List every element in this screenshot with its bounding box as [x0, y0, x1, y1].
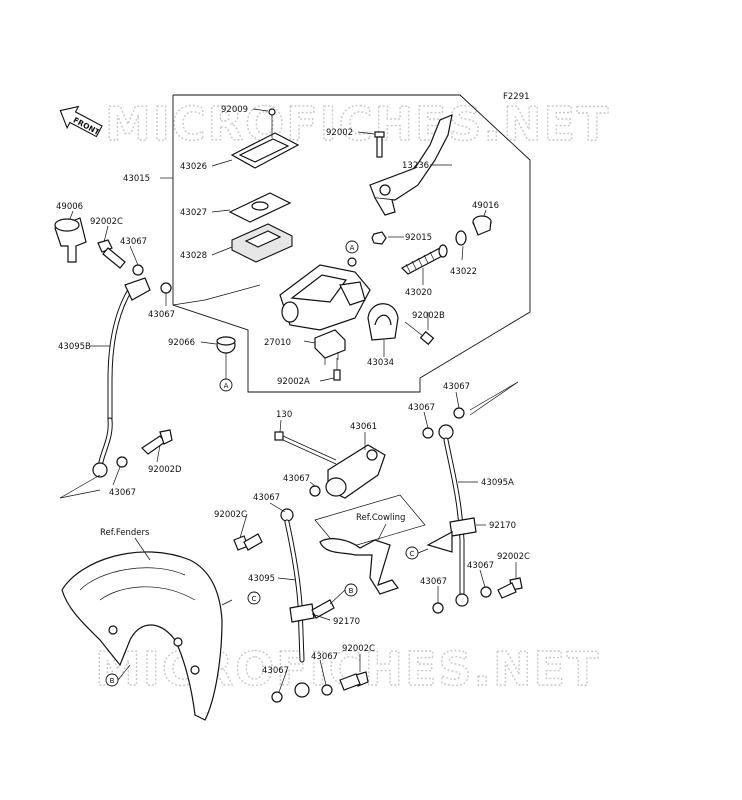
label-43028: 43028 — [180, 251, 207, 261]
hose-joint — [325, 444, 386, 499]
svg-text:C: C — [410, 550, 415, 558]
label-92002C-right: 92002C — [497, 552, 530, 562]
master-cylinder-body — [279, 257, 371, 331]
marker-c-fender: C — [247, 591, 261, 605]
label-43067-lower2: 43067 — [311, 652, 338, 662]
washer-lower-1 — [271, 691, 283, 703]
washer-d — [116, 456, 128, 468]
banjo-bolt-lower — [339, 671, 369, 691]
svg-text:B: B — [349, 587, 354, 595]
label-92002C-mid: 92002C — [214, 510, 247, 520]
washer-left-1 — [132, 264, 144, 276]
label-49016: 49016 — [472, 201, 499, 211]
label-43067-mid2: 43067 — [408, 403, 435, 413]
svg-text:C: C — [252, 595, 257, 603]
front-arrow-icon: FRONT — [59, 105, 103, 138]
marker-a-top: A — [345, 240, 359, 254]
label-43067-lower1: 43067 — [262, 666, 289, 676]
reservoir-plate — [228, 192, 292, 223]
label-ref-cowling: Ref.Cowling — [356, 513, 405, 523]
label-92002D: 92002D — [148, 465, 182, 475]
washer-right-2 — [480, 586, 492, 598]
lever-bolt — [374, 131, 385, 158]
label-27010: 27010 — [264, 338, 291, 348]
brake-lever — [369, 114, 453, 216]
label-43015: 43015 — [123, 174, 150, 184]
master-cylinder-clamp — [367, 303, 399, 341]
washer-joint-2 — [422, 427, 434, 439]
clamp-bolt — [404, 321, 435, 346]
banjo-bolt-d — [141, 429, 173, 455]
label-92170-lower: 92170 — [333, 617, 360, 627]
label-43067-right2: 43067 — [420, 577, 447, 587]
label-92002B: 92002B — [412, 311, 445, 321]
washer-joint-3 — [453, 407, 465, 419]
label-92002A: 92002A — [277, 377, 310, 387]
washer-right-1 — [432, 602, 444, 614]
marker-a-left: A — [219, 378, 233, 392]
label-92170-right: 92170 — [489, 521, 516, 531]
assembly-frame — [172, 94, 531, 393]
label-13236: 13236 — [402, 161, 429, 171]
label-92009: 92009 — [221, 105, 248, 115]
banjo-bolt-right — [497, 577, 523, 599]
watermark-top: MICROFICHES.NET — [105, 97, 610, 151]
lever-nut — [371, 231, 387, 245]
brake-switch — [314, 329, 346, 365]
cowling-bracket — [314, 494, 426, 595]
brake-hose-right — [438, 424, 477, 607]
marker-b-mid: B — [344, 583, 358, 597]
washer-left-2 — [160, 282, 172, 294]
banjo-bolt-left — [97, 239, 126, 269]
part-labels: 92009 92002 13236 43026 43015 43027 4302… — [56, 105, 530, 676]
svg-text:A: A — [350, 244, 355, 252]
label-43022: 43022 — [450, 267, 477, 277]
label-92066: 92066 — [168, 338, 195, 348]
label-92015: 92015 — [405, 233, 432, 243]
leader-lines — [69, 108, 517, 693]
banjo-cover — [54, 217, 87, 263]
reservoir-cap — [230, 108, 300, 169]
switch-screw — [333, 358, 341, 381]
marker-b-fender: B — [105, 673, 119, 687]
hose-clamp-cone — [426, 530, 453, 553]
label-92002C-left: 92002C — [90, 217, 123, 227]
label-43067-left2: 43067 — [148, 310, 175, 320]
label-43026: 43026 — [180, 162, 207, 172]
circlip — [455, 230, 467, 246]
label-49006: 49006 — [56, 202, 83, 212]
label-43095B: 43095B — [58, 342, 91, 352]
label-92002C-lower: 92002C — [342, 644, 375, 654]
svg-text:A: A — [224, 382, 229, 390]
label-43095: 43095 — [248, 574, 275, 584]
label-43067-mid4: 43067 — [253, 493, 280, 503]
reservoir-diaphragm — [231, 223, 293, 263]
label-43067-right1: 43067 — [467, 561, 494, 571]
label-43061: 43061 — [350, 422, 377, 432]
marker-c-right: C — [405, 546, 419, 560]
label-43067-mid1: 43067 — [283, 474, 310, 484]
label-130: 130 — [276, 410, 292, 420]
brake-hose-lower — [233, 508, 335, 698]
label-43067-left3: 43067 — [109, 488, 136, 498]
label-43095A: 43095A — [481, 478, 514, 488]
piston-assembly — [400, 244, 448, 275]
svg-text:B: B — [110, 677, 115, 685]
figure-code: F2291 — [503, 92, 530, 102]
brake-hose-upper — [92, 277, 151, 478]
washer-joint-1 — [309, 485, 321, 497]
rubber-cap — [216, 336, 236, 354]
label-43034: 43034 — [367, 358, 394, 368]
washer-lower-2 — [321, 684, 333, 696]
bolt-130 — [274, 431, 337, 465]
piston-boot — [472, 215, 492, 236]
label-43027: 43027 — [180, 208, 207, 218]
label-43067-left1: 43067 — [120, 237, 147, 247]
label-43067-mid3: 43067 — [443, 382, 470, 392]
label-43020: 43020 — [405, 288, 432, 298]
label-ref-fenders: Ref.Fenders — [100, 528, 150, 538]
front-fender — [61, 551, 223, 721]
label-92002: 92002 — [326, 128, 353, 138]
